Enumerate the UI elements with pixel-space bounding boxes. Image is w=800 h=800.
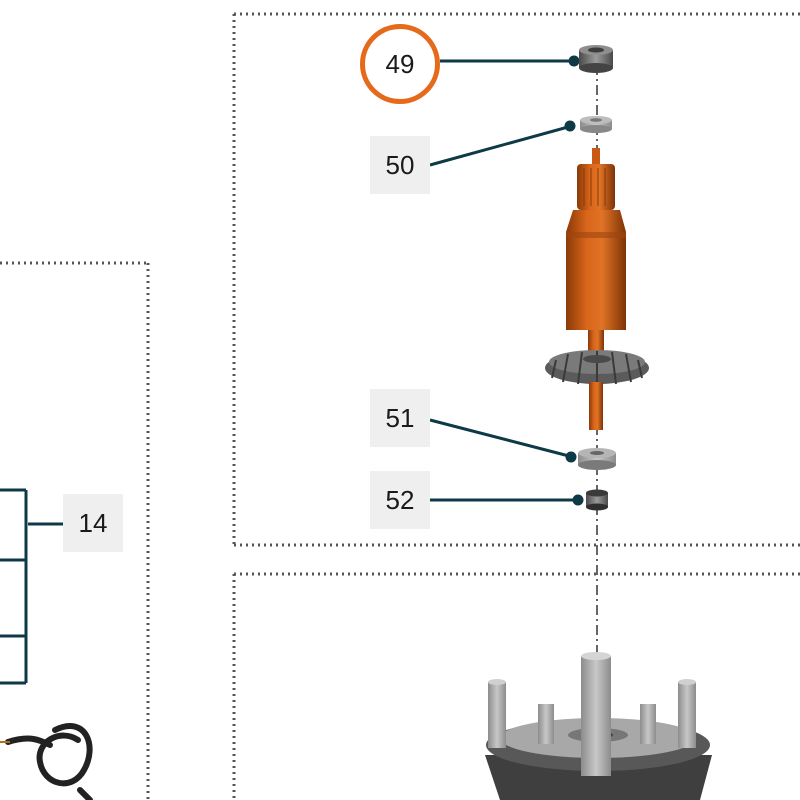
callout-49-label: 49	[385, 48, 415, 79]
callout-52[interactable]: 52	[370, 471, 430, 529]
spring-icon	[5, 723, 93, 800]
callout-14[interactable]: 14	[63, 494, 123, 552]
washer-icon	[580, 116, 612, 133]
callout-49[interactable]: 49	[360, 24, 440, 104]
group-border-upper-right	[232, 12, 800, 547]
callout-50[interactable]: 50	[370, 136, 430, 194]
callout-50-label: 50	[385, 149, 415, 180]
leader-lines	[28, 55, 584, 526]
group-border-lower-right	[232, 572, 800, 800]
callout-51[interactable]: 51	[370, 389, 430, 447]
armature-icon	[545, 148, 649, 430]
bearing-icon	[579, 45, 613, 73]
lower-washer-icon	[578, 448, 616, 470]
housing-icon	[485, 652, 712, 800]
callout-51-label: 51	[385, 402, 415, 433]
group-border-left	[0, 261, 150, 800]
small-bearing-icon	[586, 489, 608, 511]
bracket-14	[0, 488, 28, 685]
callout-14-label: 14	[78, 507, 108, 538]
callout-52-label: 52	[385, 484, 415, 515]
